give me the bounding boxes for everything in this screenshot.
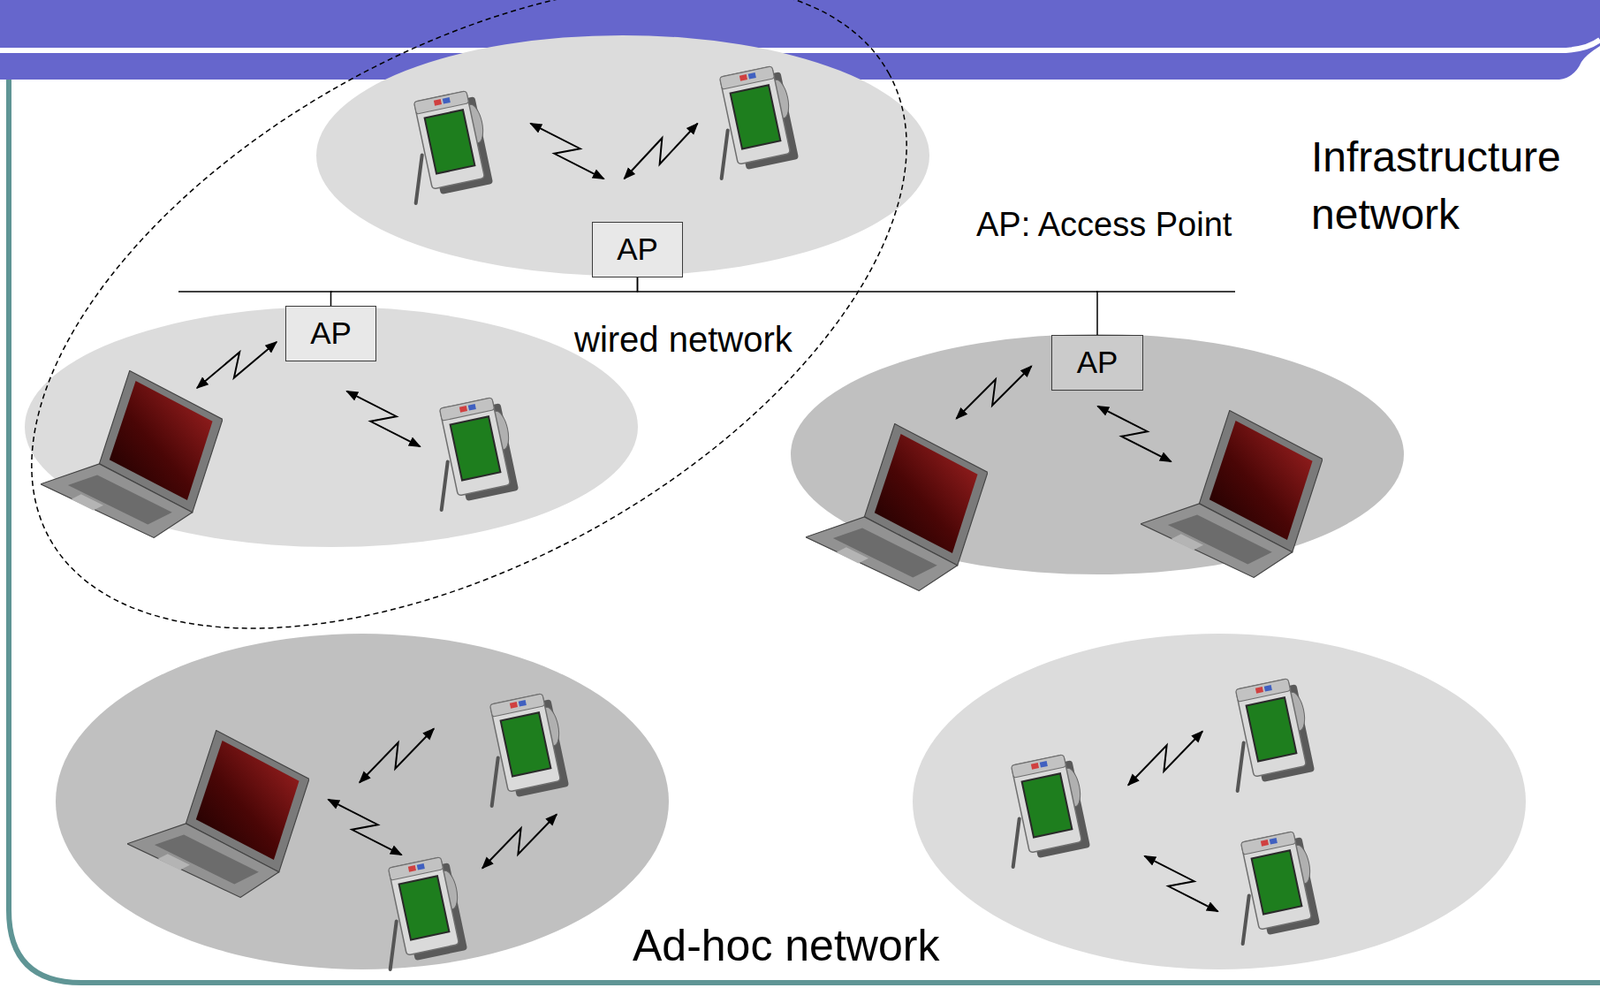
node-text: AP bbox=[1076, 344, 1119, 380]
wireless-link bbox=[524, 115, 610, 187]
cell-area bbox=[24, 306, 638, 547]
wired-bus bbox=[178, 290, 333, 293]
label-text: wired network bbox=[574, 319, 793, 359]
header-corner bbox=[1559, 45, 1600, 80]
label-text: Ad-hoc network bbox=[632, 920, 940, 971]
laptop-icon bbox=[127, 730, 310, 898]
label-text: Infrastructure network bbox=[1311, 133, 1562, 238]
pda-icon bbox=[414, 89, 496, 204]
node-text: AP bbox=[616, 231, 659, 267]
pda-icon bbox=[1236, 676, 1318, 791]
wired-bus bbox=[1096, 290, 1236, 293]
wireless-link bbox=[950, 357, 1038, 427]
wireless-link bbox=[1138, 848, 1224, 919]
laptop-icon bbox=[805, 424, 988, 592]
access-point-box: AP bbox=[285, 305, 377, 362]
wireless-link bbox=[322, 791, 408, 863]
pda-icon bbox=[388, 855, 471, 970]
wireless-link bbox=[1122, 723, 1208, 794]
pda-icon bbox=[1011, 752, 1093, 867]
network-type-label: Ad-hoc network bbox=[632, 918, 940, 972]
wireless-link bbox=[341, 383, 426, 455]
node-text: AP bbox=[310, 315, 352, 351]
pda-icon bbox=[1241, 829, 1323, 944]
label-text: AP: Access Point bbox=[976, 205, 1232, 243]
laptop-icon bbox=[40, 371, 223, 539]
access-point-box: AP bbox=[1051, 334, 1144, 391]
dashed-group bbox=[0, 0, 1013, 762]
wireless-link bbox=[353, 720, 440, 791]
header-stripe bbox=[0, 39, 1600, 51]
pda-icon bbox=[439, 395, 522, 510]
wireless-link bbox=[618, 115, 704, 187]
laptop-icon bbox=[1140, 410, 1323, 578]
pda-icon bbox=[720, 64, 802, 179]
network-label: wired network bbox=[574, 318, 793, 361]
legend-note: AP: Access Point bbox=[976, 204, 1232, 246]
wireless-link bbox=[191, 333, 281, 396]
pda-icon bbox=[490, 691, 572, 806]
wireless-link bbox=[1091, 398, 1177, 470]
wired-link bbox=[331, 277, 638, 306]
cell-area bbox=[316, 35, 930, 276]
network-type-label: Infrastructure network bbox=[1311, 128, 1591, 244]
cell-area bbox=[912, 633, 1526, 970]
access-point-box: AP bbox=[591, 221, 683, 278]
cell-area bbox=[55, 633, 669, 970]
wireless-link bbox=[476, 806, 562, 877]
